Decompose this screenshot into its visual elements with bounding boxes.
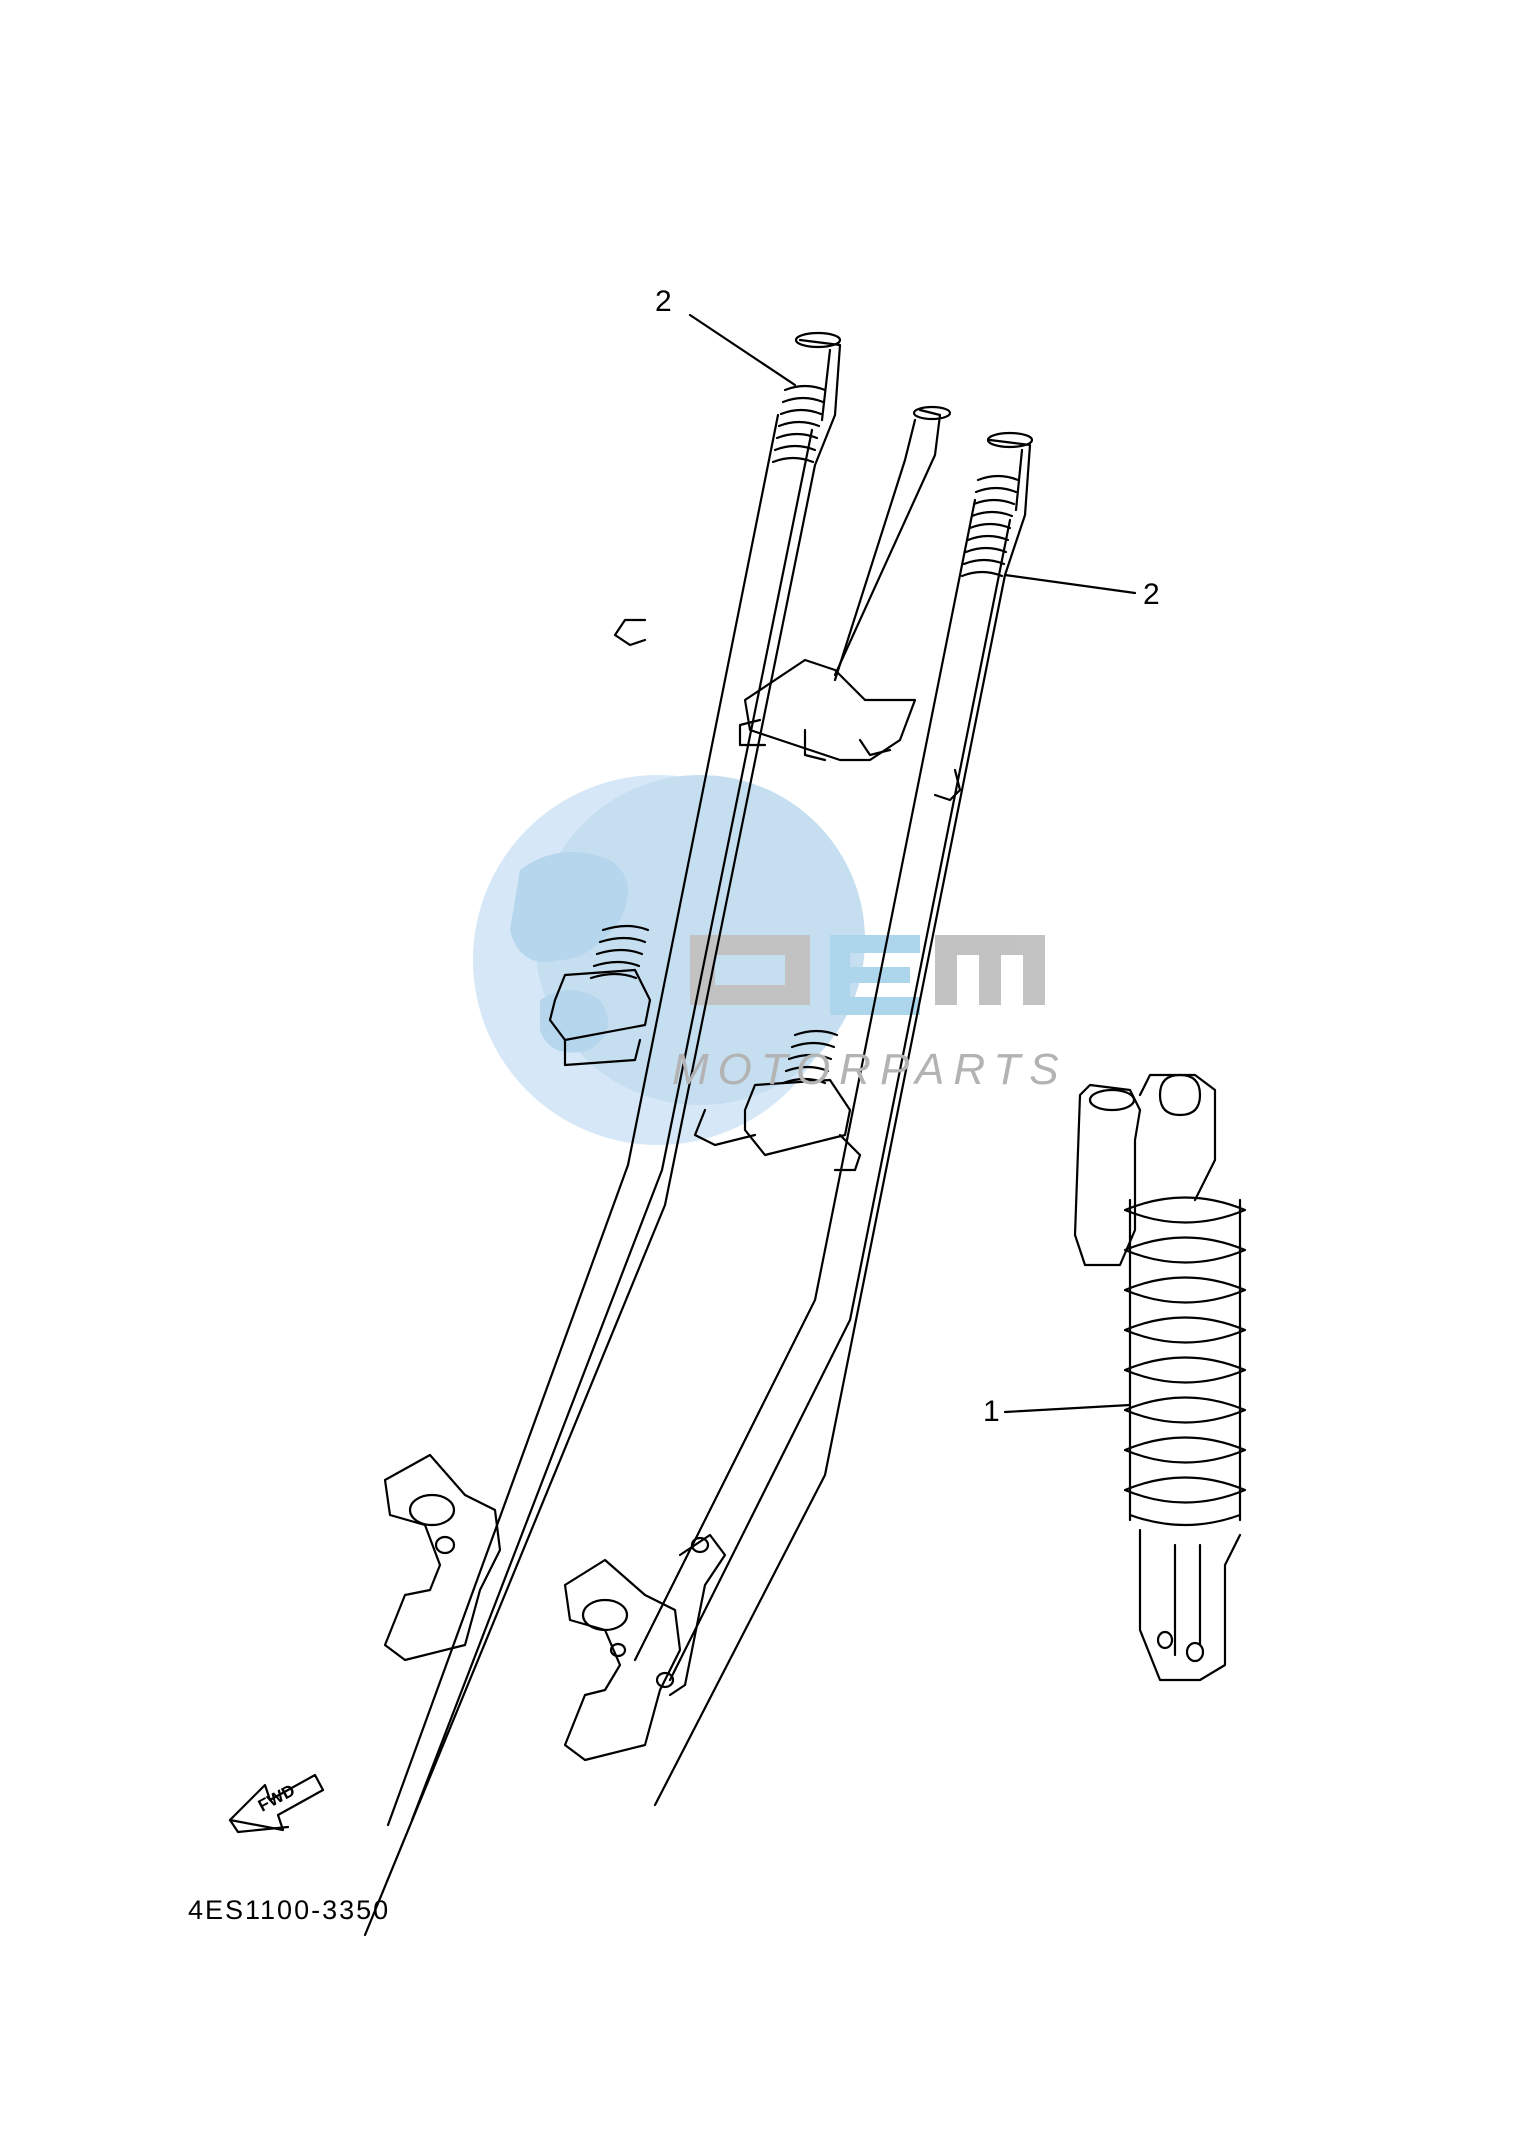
- watermark-letter-m: [935, 935, 1045, 1005]
- fwd-arrow-label: FWD: [255, 1781, 298, 1816]
- callout-label: 1: [983, 1395, 1000, 1428]
- callout-label: 2: [1143, 578, 1160, 611]
- rear-shock-absorber: [1073, 1073, 1247, 1682]
- watermark-subtext: MOTORPARTS: [672, 1045, 1068, 1094]
- steering-stem: [738, 405, 952, 762]
- leader-line-1: [1003, 1403, 1132, 1414]
- diagram-code: 4ES1100-3350: [188, 1895, 391, 1925]
- watermark-letter-o: [690, 935, 810, 1005]
- callout-label: 2: [655, 285, 672, 318]
- right-fork-tube: [563, 431, 1034, 1807]
- leader-line-2a: [688, 313, 797, 387]
- left-fork-tube: [363, 331, 842, 1937]
- fwd-arrow-icon: [228, 1773, 325, 1834]
- leader-line-2b: [1003, 573, 1137, 595]
- fork-and-shock-linework: [228, 313, 1247, 1937]
- watermark-letter-e: [830, 935, 920, 1015]
